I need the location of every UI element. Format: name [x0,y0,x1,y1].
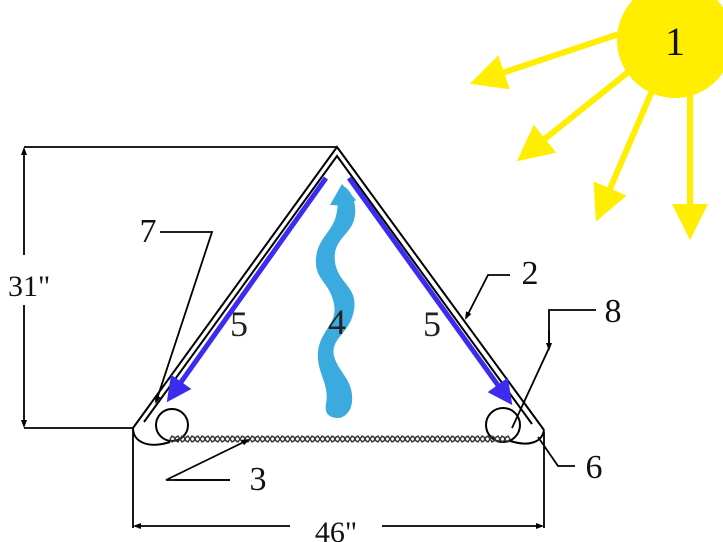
airflow-tip [330,184,356,206]
cover-label: 2 [522,255,539,292]
absorber-mesh [169,435,511,443]
leader-line-8 [511,309,596,429]
absorber-label: 3 [250,461,267,498]
reflection-arrow-right [346,176,513,406]
height-dimension-label: 31" [8,270,50,303]
reflect-label-right: 5 [423,304,441,344]
reflect-label-left: 5 [230,304,248,344]
width-dimension [132,430,545,529]
right-roller-label: 8 [605,293,622,330]
leader-line-2 [465,274,510,320]
sun-ray [593,81,658,222]
leader-8 [511,309,596,429]
reflection-arrows [166,176,513,406]
airflow-wave [315,187,356,418]
leader-7 [155,231,214,404]
reflection-arrow-left [166,176,329,403]
height-dimension [21,146,337,429]
sun-ray [469,30,625,90]
sun-ray [516,62,640,162]
sun-rays [469,30,708,240]
leader-line-7 [155,231,214,404]
sun-disc [617,0,723,98]
leader-2 [465,274,510,320]
airflow-label: 4 [328,302,346,342]
mesh-strand [169,435,511,443]
top-left-label: 7 [140,213,157,250]
width-dimension-label: 46" [315,516,357,542]
leader-3 [165,439,250,481]
sun: 1 [617,0,723,98]
bottom-right-label: 6 [586,449,603,486]
frame-inner [143,154,533,425]
leader-line-3a [165,439,250,481]
sun-label: 1 [665,19,685,64]
